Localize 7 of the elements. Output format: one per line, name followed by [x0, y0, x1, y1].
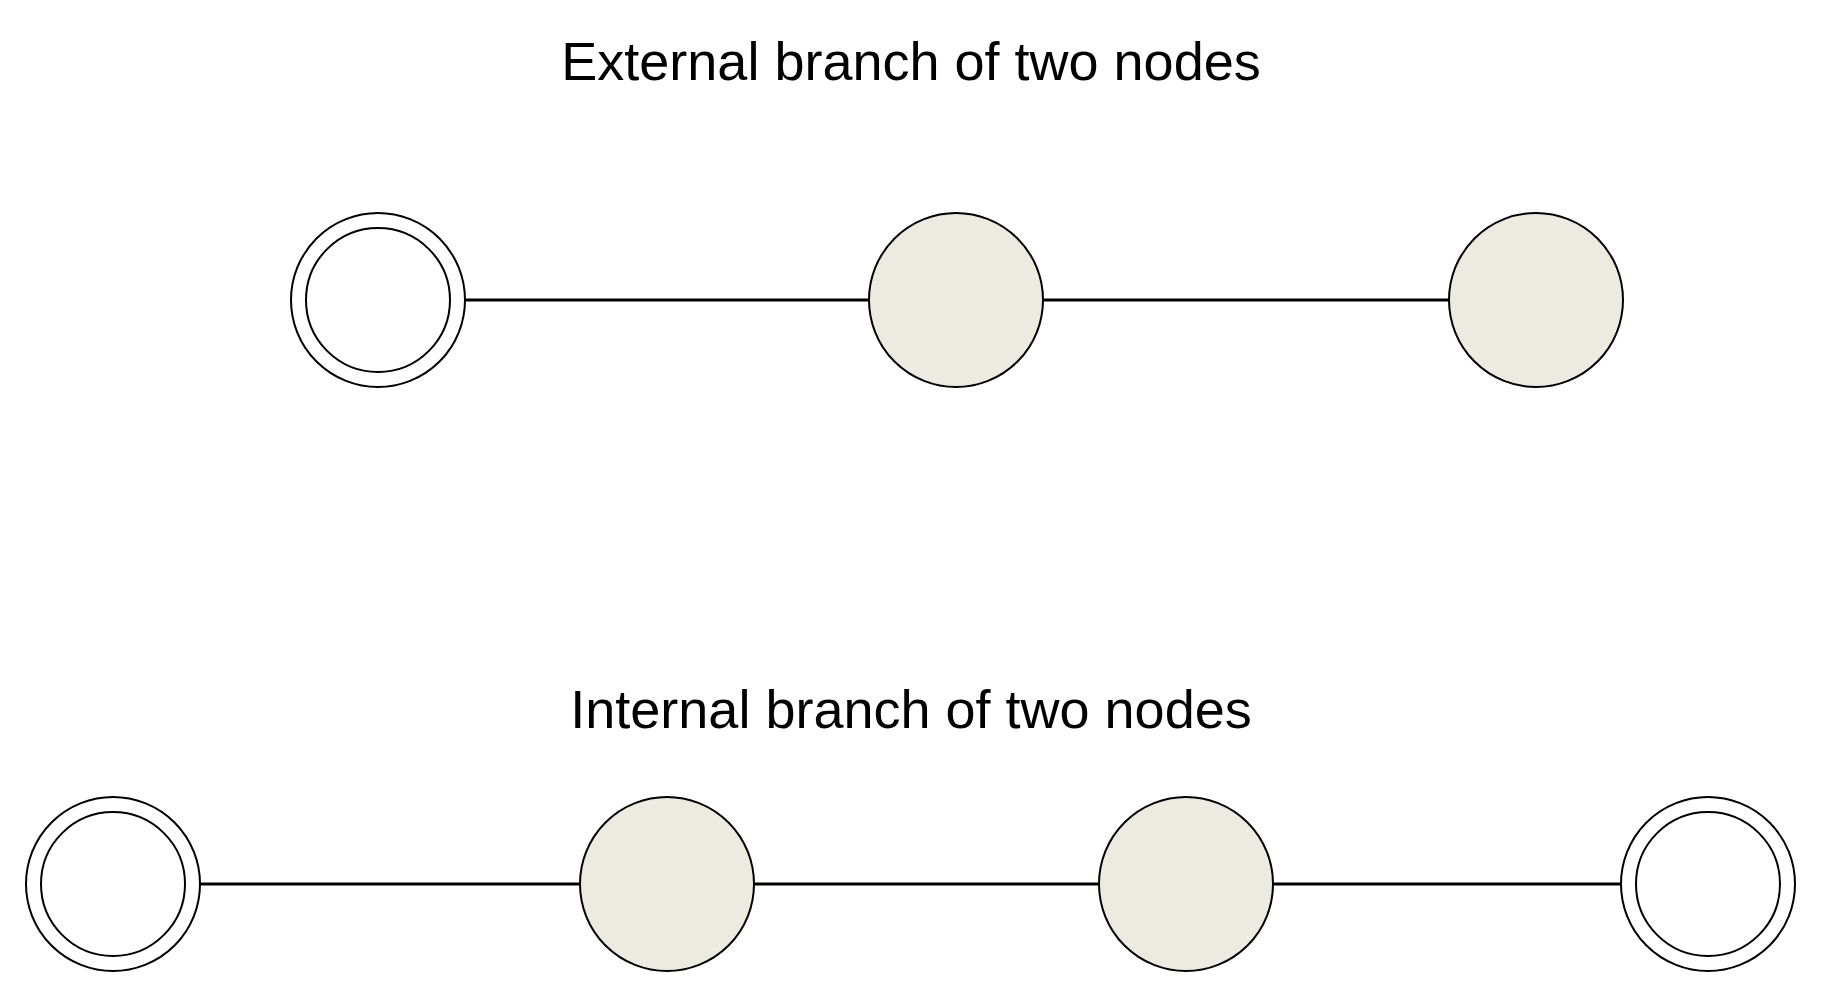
connector-line — [1274, 882, 1620, 886]
section-heading: Internal branch of two nodes — [570, 678, 1252, 741]
connector-line — [201, 882, 579, 886]
connector-line — [1044, 298, 1448, 302]
connector-line — [466, 298, 868, 302]
connector-line — [755, 882, 1098, 886]
section-heading: External branch of two nodes — [561, 30, 1261, 93]
